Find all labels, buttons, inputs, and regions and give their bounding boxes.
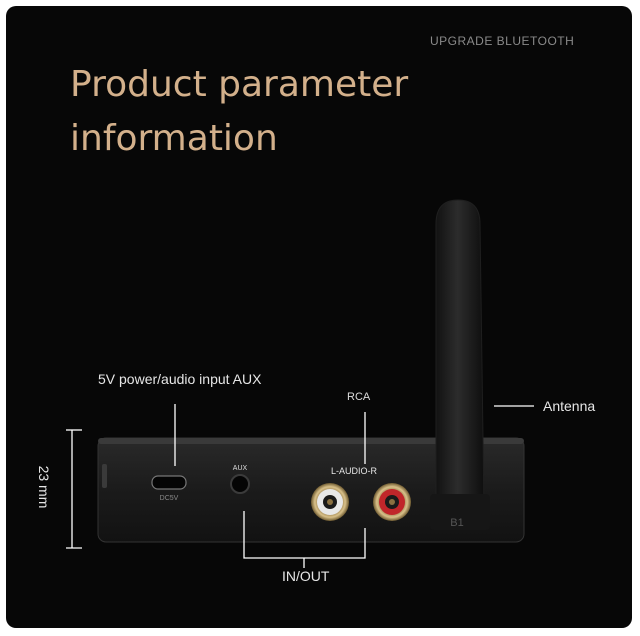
title-line-1: Product parameter xyxy=(70,64,409,105)
callout-antenna: Antenna xyxy=(543,398,596,414)
device-top-edge xyxy=(98,438,524,444)
side-button xyxy=(102,464,107,488)
logo: B1 xyxy=(450,517,463,529)
usb-c-port xyxy=(151,475,187,490)
audio-device-label: L-AUDIO-R xyxy=(331,466,378,476)
device-illustration: DC5V AUX L-AUDIO-R B1 xyxy=(66,199,534,568)
title-line-2: information xyxy=(70,118,278,159)
antenna xyxy=(435,199,485,512)
upgrade-tag: UPGRADE BLUETOOTH xyxy=(430,34,575,48)
product-panel: UPGRADE BLUETOOTH Product parameter info… xyxy=(6,6,632,628)
page-title: Product parameter information xyxy=(70,58,408,166)
aux-jack xyxy=(230,474,250,494)
callout-rca: RCA xyxy=(347,391,371,403)
aux-device-label: AUX xyxy=(233,465,248,472)
callout-height: 23 mm xyxy=(36,465,52,509)
callout-power-aux: 5V power/audio input AUX xyxy=(98,371,262,387)
dc-label: DC5V xyxy=(160,495,179,502)
callout-in-out: IN/OUT xyxy=(282,568,330,584)
antenna-base xyxy=(430,494,490,530)
